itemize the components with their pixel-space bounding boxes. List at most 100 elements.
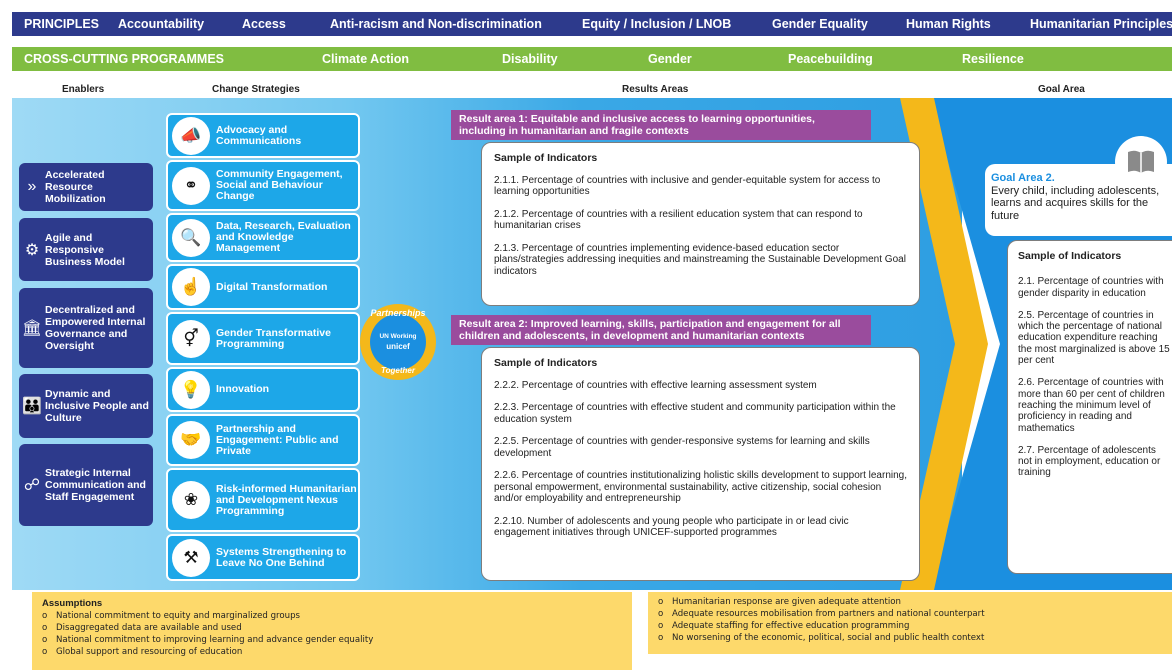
system-nodes-icon: ⚒ — [172, 538, 210, 577]
assumptions-title: Assumptions — [42, 598, 103, 609]
gender-gears-icon: ⚥ — [172, 319, 210, 358]
indicators-heading: Sample of Indicators — [1018, 250, 1122, 262]
assumption-item: No worsening of the economic, political,… — [658, 632, 1162, 644]
book-icon-graphic — [1128, 150, 1154, 173]
strategy-label: Risk-informed Humanitarian and Developme… — [216, 482, 357, 517]
assumption-item: Global support and resourcing of educati… — [42, 646, 622, 658]
cross-cutting-item: Resilience — [962, 52, 1024, 66]
cross-cutting-item: Peacebuilding — [788, 52, 873, 66]
cross-cutting-label: CROSS-CUTTING PROGRAMMES — [24, 52, 224, 66]
change-strategies-header: Change Strategies — [212, 84, 300, 95]
indicator-item: 2.2.6. Percentage of countries instituti… — [494, 470, 908, 504]
strategy-label: Systems Strengthening to Leave No One Be… — [216, 545, 347, 569]
result-area-2-indicators: Sample of Indicators 2.2.2. Percentage o… — [481, 347, 920, 581]
strategy-advocacy: 📣 Advocacy and Communications — [166, 113, 360, 158]
results-areas-header: Results Areas — [622, 84, 689, 95]
indicator-item: 2.1. Percentage of countries with gender… — [1018, 276, 1164, 299]
research-icon: 🔍 — [172, 218, 210, 257]
indicator-item: 2.7. Percentage of adolescents not in em… — [1018, 444, 1161, 479]
goal-area-header: Goal Area — [1038, 84, 1085, 95]
assumption-item: National commitment to equity and margin… — [42, 610, 622, 622]
strategy-digital-transformation: ☝ Digital Transformation — [166, 264, 360, 310]
protect-hands-icon: ❀ — [172, 481, 210, 519]
indicator-item: 2.2.5. Percentage of countries with gend… — [494, 436, 870, 459]
partnerships-badge: Partnerships UN Working unicef Together — [360, 304, 436, 380]
principles-label: PRINCIPLES — [24, 17, 100, 31]
strategy-label: Gender Transformative Programming — [216, 326, 331, 350]
cross-cutting-item: Gender — [648, 52, 692, 66]
enabler-governance: 🏛 Decentralized and Empowered Internal G… — [19, 288, 153, 368]
result-area-1-indicators: Sample of Indicators 2.1.1. Percentage o… — [481, 142, 920, 306]
book-icon — [1115, 136, 1167, 188]
assumption-item: Adequate resources mobilisation from par… — [658, 608, 1162, 620]
partnerships-bottom-text: Together — [381, 366, 415, 375]
strategy-label: Digital Transformation — [216, 280, 328, 293]
indicator-item: 2.2.2. Percentage of countries with effe… — [494, 379, 817, 391]
enablers-header: Enablers — [62, 84, 105, 95]
links-icon: ⚭ — [172, 166, 210, 205]
indicators-heading: Sample of Indicators — [494, 152, 598, 164]
strategy-label: Partnership and Engagement: Public and P… — [216, 422, 339, 457]
gears-icon: ⚙ — [24, 241, 40, 259]
assumptions-right: Humanitarian response are given adequate… — [648, 592, 1172, 654]
indicators-heading: Sample of Indicators — [494, 357, 598, 369]
strategy-label: Community Engagement, Social and Behavio… — [216, 168, 343, 202]
enabler-communication: ☍ Strategic Internal Communication and S… — [19, 444, 153, 526]
strategy-label: Data, Research, Evaluation and Knowledge… — [216, 220, 351, 254]
chevrons-icon: » — [27, 178, 37, 195]
assumption-item: Adequate staffing for effective educatio… — [658, 620, 1162, 632]
principle-item: Equity / Inclusion / LNOB — [582, 17, 732, 31]
enabler-people-culture: 👪 Dynamic and Inclusive People and Cultu… — [19, 374, 153, 438]
enabler-label: Dynamic and Inclusive People and Culture — [45, 388, 149, 424]
result-area-2-title: Result area 2: Improved learning, skills… — [451, 315, 871, 345]
principle-item: Access — [242, 17, 286, 31]
enabler-resource-mobilization: » Accelerated Resource Mobilization — [19, 163, 153, 211]
indicator-item: 2.6. Percentage of countries with more t… — [1018, 377, 1165, 434]
strategy-community-engagement: ⚭ Community Engagement, Social and Behav… — [166, 160, 360, 211]
assumption-item: Humanitarian response are given adequate… — [658, 596, 1162, 608]
principles-bar: PRINCIPLES Accountability Access Anti-ra… — [12, 12, 1172, 36]
idea-head-icon: 💡 — [172, 370, 210, 409]
strategy-label: Innovation — [216, 383, 270, 395]
cross-cutting-bar: CROSS-CUTTING PROGRAMMES Climate Action … — [12, 47, 1172, 71]
principle-item: Humanitarian Principles — [1030, 17, 1172, 31]
megaphone-icon: 📣 — [172, 116, 210, 155]
touch-icon: ☝ — [172, 268, 210, 306]
assumption-item: Disaggregated data are available and use… — [42, 622, 622, 634]
indicator-item: 2.1.3. Percentage of countries implement… — [494, 242, 906, 277]
strategy-partnership: 🤝 Partnership and Engagement: Public and… — [166, 414, 360, 466]
enabler-label: Decentralized and Empowered Internal Gov… — [45, 304, 146, 352]
strategy-systems-strengthening: ⚒ Systems Strengthening to Leave No One … — [166, 534, 360, 581]
strategy-gender-transformative: ⚥ Gender Transformative Programming — [166, 312, 360, 365]
strategy-label: Advocacy and Communications — [216, 123, 302, 147]
handshake-icon: 🤝 — [172, 421, 210, 459]
indicator-item: 2.1.2. Percentage of countries with a re… — [494, 208, 863, 232]
network-icon: ☍ — [23, 477, 41, 494]
enabler-label: Agile and Responsive Business Model — [45, 231, 125, 268]
indicator-item: 2.2.3. Percentage of countries with effe… — [494, 402, 896, 425]
indicator-item: 2.1.1. Percentage of countries with incl… — [494, 174, 881, 198]
principle-item: Human Rights — [906, 17, 991, 31]
institution-icon: 🏛 — [21, 320, 43, 337]
indicator-item: 2.2.10. Number of adolescents and young … — [494, 515, 849, 539]
strategy-risk-informed: ❀ Risk-informed Humanitarian and Develop… — [166, 468, 360, 532]
strategy-innovation: 💡 Innovation — [166, 367, 360, 412]
indicator-item: 2.5. Percentage of countries in which th… — [1018, 309, 1170, 367]
partnerships-logo: UN Working unicef — [370, 314, 426, 370]
assumptions-left: Assumptions National commitment to equit… — [32, 592, 632, 670]
goal-area-title: Goal Area 2. — [991, 172, 1055, 184]
cross-cutting-item: Disability — [502, 52, 558, 66]
enabler-business-model: ⚙ Agile and Responsive Business Model — [19, 218, 153, 281]
partnerships-top-text: Partnerships — [370, 308, 426, 318]
goal-area-indicators: Sample of Indicators 2.1. Percentage of … — [1007, 240, 1172, 574]
enabler-label: Accelerated Resource Mobilization — [45, 169, 106, 205]
un-working-text: UN Working — [379, 333, 417, 340]
goal-area-description: Every child, including adolescents, lear… — [991, 184, 1160, 222]
principle-item: Anti-racism and Non-discrimination — [330, 17, 542, 31]
strategy-data-research: 🔍 Data, Research, Evaluation and Knowled… — [166, 213, 360, 262]
cross-cutting-item: Climate Action — [322, 52, 410, 66]
result-area-1-title: Result area 1: Equitable and inclusive a… — [451, 110, 871, 140]
principle-item: Accountability — [118, 17, 205, 31]
people-icon: 👪 — [22, 398, 42, 415]
unicef-logo: unicef — [386, 342, 410, 351]
